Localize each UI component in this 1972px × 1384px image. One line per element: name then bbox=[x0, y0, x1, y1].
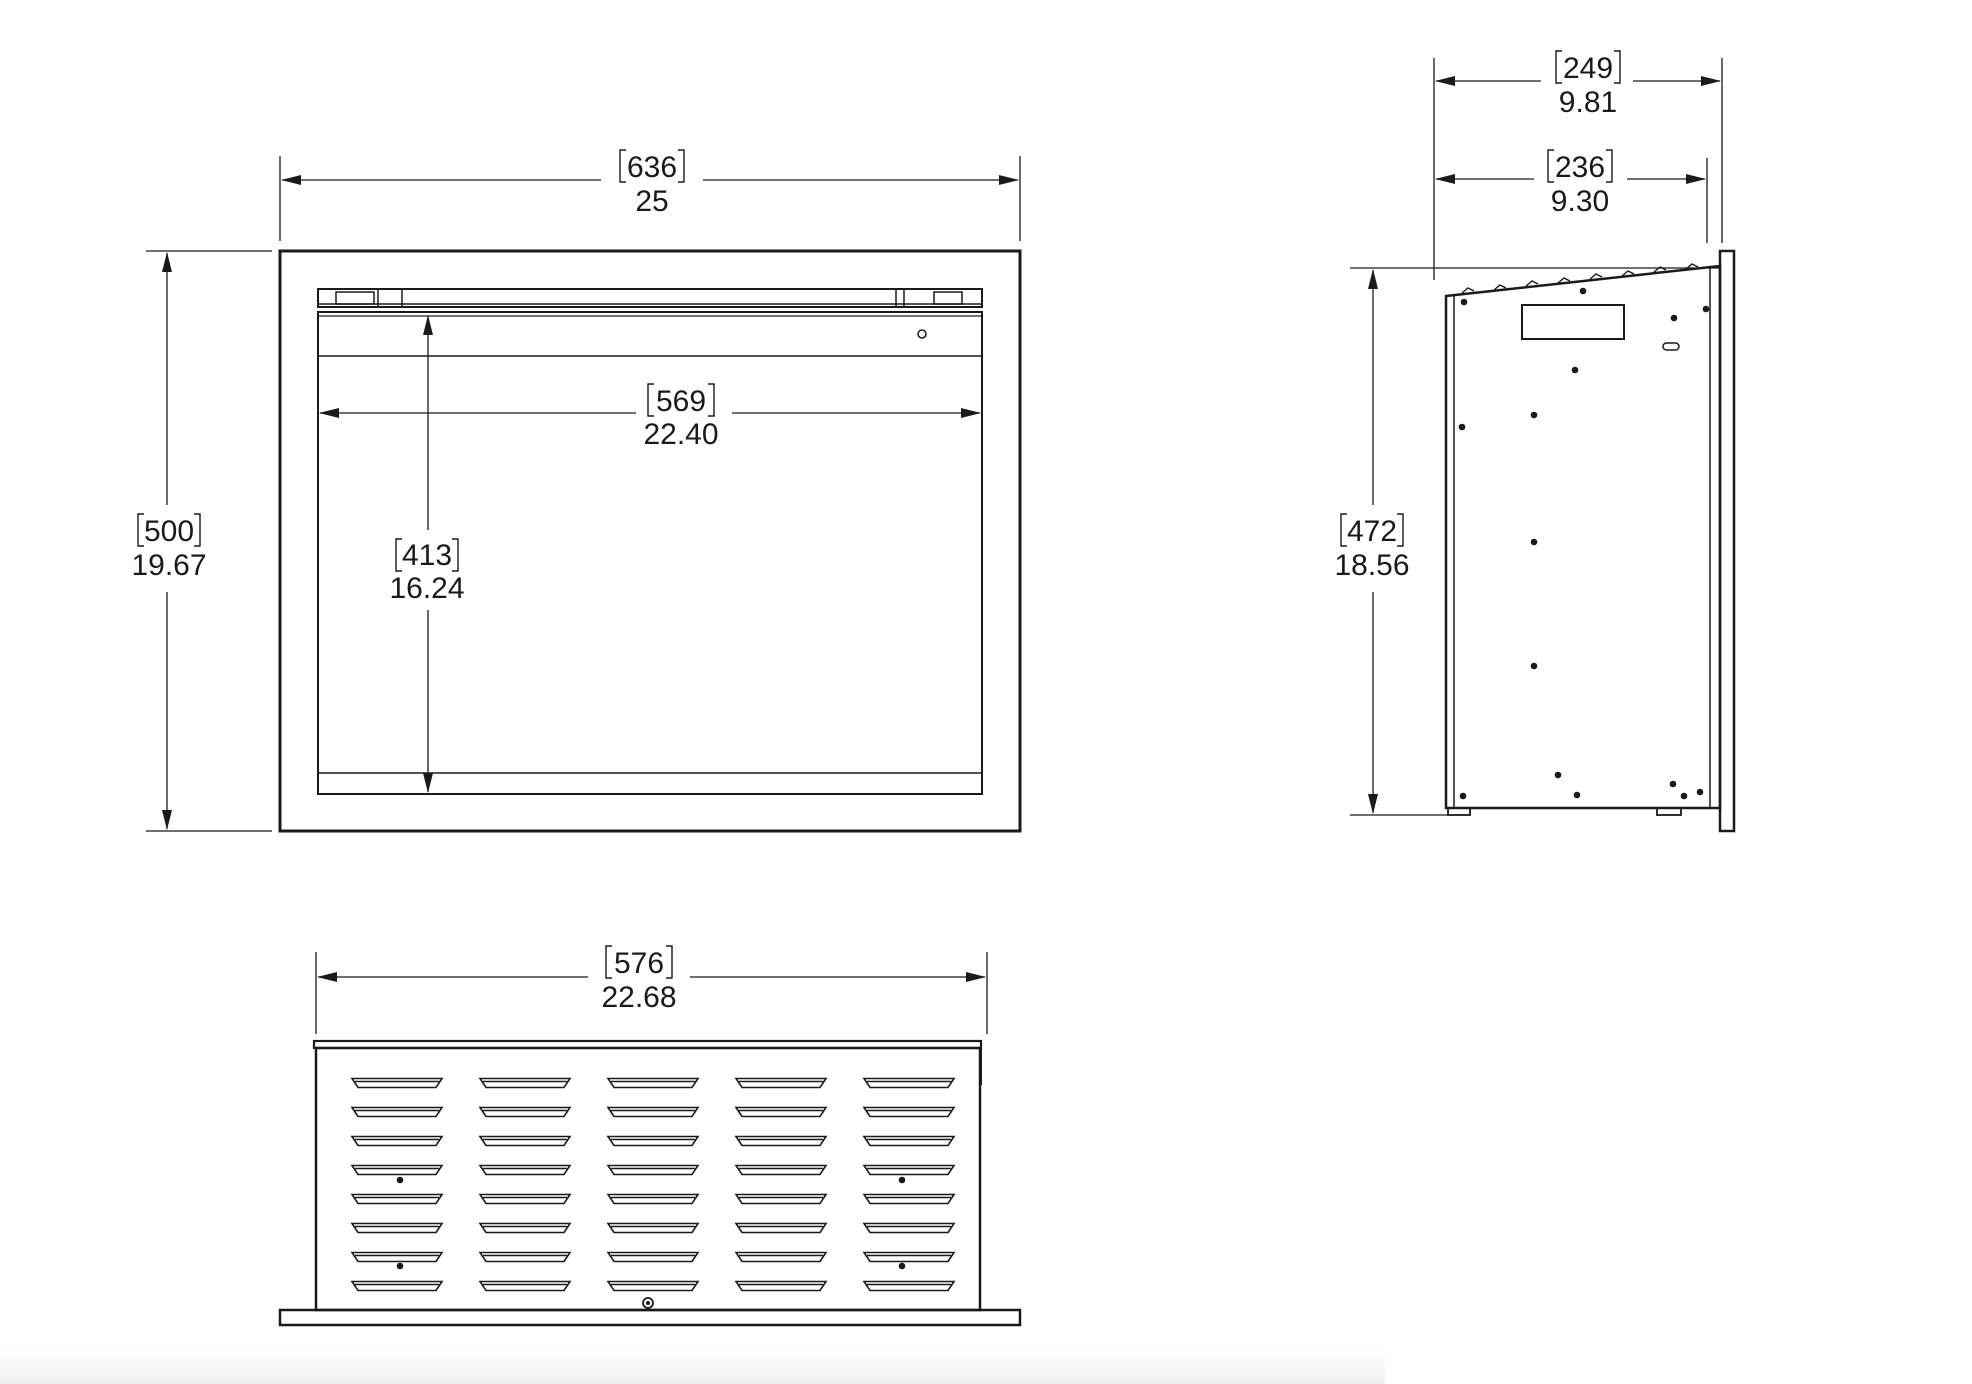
dim-front-width-inch: 25 bbox=[635, 185, 668, 218]
vent-slot bbox=[734, 1251, 828, 1263]
dim-side-height-inch: 18.56 bbox=[1334, 549, 1409, 582]
vent-slot bbox=[606, 1135, 700, 1147]
side-slot bbox=[1662, 342, 1680, 351]
front-control-button-left bbox=[335, 291, 375, 305]
vent-slot bbox=[350, 1251, 444, 1263]
dim-side-height-mm: 472 bbox=[1347, 515, 1397, 548]
vent-slot bbox=[606, 1222, 700, 1234]
dim-front-height-inch: 19.67 bbox=[131, 549, 206, 582]
dim-side-body-height: 472 18.56 bbox=[1334, 267, 1720, 816]
vent-slot bbox=[478, 1280, 572, 1292]
bottom-shade bbox=[0, 1350, 1385, 1384]
vent-slot bbox=[734, 1077, 828, 1089]
vent-slot bbox=[734, 1164, 828, 1176]
vent-slot bbox=[606, 1251, 700, 1263]
side-top-tabs bbox=[1461, 263, 1699, 294]
vent-slot bbox=[862, 1251, 956, 1263]
side-rear-foot bbox=[1447, 807, 1471, 816]
dim-opening-height-mm: 413 bbox=[402, 539, 452, 572]
top-vent-slots bbox=[350, 1077, 956, 1292]
dim-front-width-mm: 636 bbox=[627, 151, 677, 184]
vent-slot bbox=[350, 1222, 444, 1234]
top-center-screw-core bbox=[646, 1301, 650, 1305]
top-view: 576 22.68 bbox=[278, 945, 1022, 1327]
vent-slot bbox=[350, 1077, 444, 1089]
dim-front-overall-width: 636 25 bbox=[279, 149, 1021, 241]
front-control-strip bbox=[317, 288, 983, 308]
vent-slot bbox=[734, 1106, 828, 1118]
vent-slot bbox=[862, 1193, 956, 1205]
vent-slot bbox=[734, 1222, 828, 1234]
vent-slot bbox=[606, 1106, 700, 1118]
vent-slot bbox=[734, 1280, 828, 1292]
vent-slot bbox=[734, 1193, 828, 1205]
dim-side-depth-mm: 249 bbox=[1563, 52, 1613, 85]
front-opening bbox=[317, 311, 983, 795]
side-front-trim bbox=[1718, 249, 1736, 833]
dim-side-body-depth-mm: 236 bbox=[1555, 151, 1605, 184]
top-center-screw bbox=[642, 1297, 654, 1309]
dim-top-width-mm: 576 bbox=[614, 947, 664, 980]
dim-side-depth-inch: 9.81 bbox=[1559, 86, 1617, 119]
dim-side-body-depth: 236 9.30 bbox=[1435, 149, 1708, 243]
dim-front-height-mm: 500 bbox=[144, 515, 194, 548]
vent-slot bbox=[862, 1280, 956, 1292]
side-label-plate bbox=[1521, 304, 1625, 340]
vent-slot bbox=[606, 1077, 700, 1089]
dim-front-opening-height: 413 16.24 bbox=[389, 315, 465, 793]
side-screw-holes bbox=[1458, 287, 1710, 800]
vent-slot bbox=[350, 1164, 444, 1176]
vent-slot bbox=[478, 1135, 572, 1147]
vent-slot bbox=[862, 1222, 956, 1234]
top-screw-holes bbox=[396, 1176, 906, 1270]
side-body-outline bbox=[1444, 264, 1722, 810]
dim-side-overall-depth: 249 9.81 bbox=[1433, 50, 1723, 280]
front-outer-frame bbox=[278, 249, 1022, 833]
vent-slot bbox=[862, 1164, 956, 1176]
dim-top-body-width: 576 22.68 bbox=[315, 945, 988, 1034]
vent-slot bbox=[606, 1193, 700, 1205]
vent-slot bbox=[478, 1222, 572, 1234]
vent-slot bbox=[478, 1077, 572, 1089]
dim-top-width-inch: 22.68 bbox=[601, 981, 676, 1014]
top-front-plate bbox=[278, 1308, 1022, 1327]
vent-slot bbox=[862, 1106, 956, 1118]
dim-opening-height-inch: 16.24 bbox=[389, 572, 464, 605]
vent-slot bbox=[350, 1280, 444, 1292]
vent-slot bbox=[478, 1106, 572, 1118]
vent-slot bbox=[862, 1135, 956, 1147]
vent-slot bbox=[478, 1164, 572, 1176]
side-view: 249 9.81 236 9.30 472 18.56 bbox=[1334, 50, 1736, 833]
vent-slot bbox=[606, 1280, 700, 1292]
dim-side-body-depth-inch: 9.30 bbox=[1551, 185, 1609, 218]
side-front-foot bbox=[1656, 807, 1682, 816]
dim-opening-width-inch: 22.40 bbox=[643, 418, 718, 451]
front-indicator-hole bbox=[917, 329, 927, 339]
dim-front-overall-height: 500 19.67 bbox=[131, 250, 272, 832]
vent-slot bbox=[350, 1135, 444, 1147]
vent-slot bbox=[478, 1193, 572, 1205]
vent-slot bbox=[478, 1251, 572, 1263]
vent-slot bbox=[350, 1106, 444, 1118]
front-control-button-right bbox=[933, 291, 963, 305]
front-view: 636 25 500 19.67 569 22.40 bbox=[131, 149, 1022, 833]
dim-front-opening-width: 569 22.40 bbox=[319, 383, 981, 451]
vent-slot bbox=[734, 1135, 828, 1147]
dim-opening-width-mm: 569 bbox=[656, 385, 706, 418]
vent-slot bbox=[606, 1164, 700, 1176]
vent-slot bbox=[862, 1077, 956, 1089]
vent-slot bbox=[350, 1193, 444, 1205]
